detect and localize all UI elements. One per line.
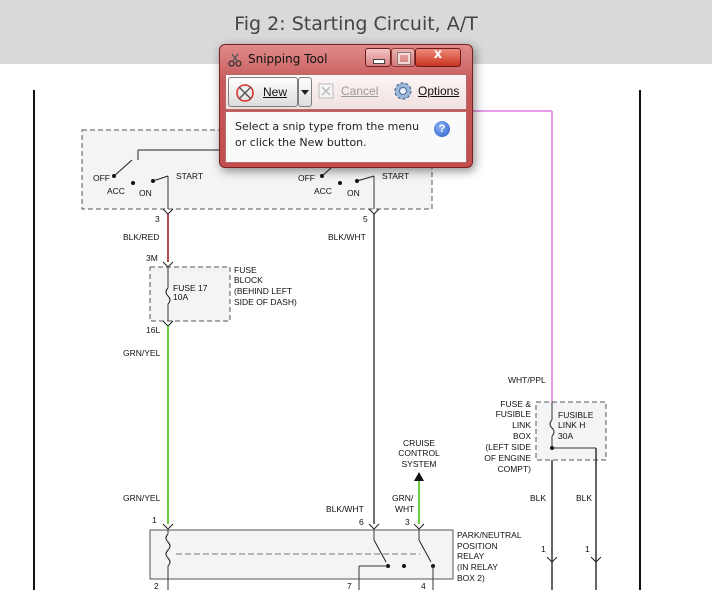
help-icon[interactable]: ? [434, 121, 450, 137]
relay-pin-3: 3 [405, 517, 410, 527]
fuse-block-box [149, 266, 231, 322]
relay-contact-b [418, 539, 432, 563]
figure-title: Fig 2: Starting Circuit, A/T [234, 13, 478, 35]
connector-arrow [162, 208, 174, 215]
relay-label-2: POSITION [457, 541, 498, 551]
switch-right-off: OFF [298, 173, 315, 183]
fuse-block-label-4: SIDE OF DASH) [234, 297, 297, 307]
switch-left-off: OFF [93, 173, 110, 183]
fuse-block-label-3: (BEHIND LEFT [234, 286, 292, 296]
cancel-button[interactable]: Cancel [341, 84, 379, 98]
switch-right-acc: ACC [314, 186, 332, 196]
window-title: Snipping Tool [248, 52, 328, 66]
new-snip-label: New [263, 85, 288, 99]
minimize-button[interactable] [365, 48, 391, 67]
new-snip-dropdown-button[interactable] [298, 77, 312, 107]
connector-right-pin-a: 1 [541, 544, 546, 554]
relay-label-1: PARK/NEUTRAL [457, 530, 522, 540]
ignition-switch-right: OFF ACC ON START [298, 159, 409, 209]
switch-left-acc: ACC [107, 186, 125, 196]
wire-label-wht-ppl: WHT/PPL [508, 375, 546, 385]
fusible-box-label-1: FUSE & [500, 399, 531, 409]
snip-message-panel: Select a snip type from the menu or clic… [225, 111, 467, 163]
relay-contact-dot [402, 564, 406, 568]
fuse-17-symbol [165, 287, 171, 305]
connector-arrow [368, 523, 380, 530]
cruise-label-1: CRUISE [403, 438, 435, 448]
relay-pin-2: 2 [154, 581, 159, 591]
close-button[interactable]: x [415, 47, 461, 67]
arrow-up-icon [414, 472, 424, 481]
fusible-box-label-5: (LEFT SIDE [485, 442, 531, 452]
wire-label-grn-2: WHT [395, 504, 414, 514]
fusible-link-label-1: FUSIBLE [558, 410, 594, 420]
wire-label-blk-left: BLK [530, 493, 546, 503]
ignition-switch-left: OFF ACC ON START [93, 159, 203, 209]
connector-arrow [368, 208, 380, 215]
connector-arrow [162, 320, 174, 327]
relay-pin-6: 6 [359, 517, 364, 527]
wire-label-grn-1: GRN/ [392, 493, 414, 503]
switch-left-pin: 3 [155, 214, 160, 224]
fusible-box-label-2: FUSIBLE [496, 409, 532, 419]
close-icon: x [433, 47, 443, 62]
connector-arrow [162, 523, 174, 530]
connector-arrow [413, 523, 425, 530]
connector-arrow [590, 556, 602, 563]
wire-label-blk-red: BLK/RED [123, 232, 159, 242]
snip-toolbar: New Cancel Options [225, 74, 467, 110]
fuse-block-pin-top: 3M [146, 253, 158, 263]
splice-dot [550, 446, 554, 450]
switch-left-on: ON [139, 188, 152, 198]
wire-label-grn-yel-upper: GRN/YEL [123, 348, 161, 358]
relay-label-3: RELAY [457, 551, 485, 561]
fuse-block-pin-bottom: 16L [146, 325, 160, 335]
gear-icon [394, 82, 412, 100]
fusible-box-label-6: OF ENGINE [484, 453, 531, 463]
fusible-box-label-4: BOX [513, 431, 531, 441]
cruise-label-3: SYSTEM [402, 459, 437, 469]
fusible-box-label-7: COMPT) [497, 464, 531, 474]
fuse-block-label-1: FUSE [234, 265, 257, 275]
connector-right-pin-b: 1 [585, 544, 590, 554]
fuse-17-label: FUSE 17 [173, 283, 208, 293]
cruise-label-2: CONTROL [398, 448, 440, 458]
relay-coil [165, 533, 171, 567]
maximize-button[interactable] [391, 48, 415, 67]
new-snip-icon [236, 84, 254, 102]
connector-arrow [546, 556, 558, 563]
scissors-icon [228, 53, 242, 67]
wire-label-grn-yel-lower: GRN/YEL [123, 493, 161, 503]
relay-pin-4: 4 [421, 581, 426, 591]
new-snip-button[interactable]: New [228, 77, 298, 107]
fusible-box-label-3: LINK [512, 420, 531, 430]
relay-label-5: BOX 2) [457, 573, 485, 583]
snipping-tool-window[interactable]: Snipping Tool x New Cancel Options Selec… [219, 44, 473, 168]
switch-left-start: START [176, 171, 203, 181]
fuse-17-rating: 10A [173, 292, 188, 302]
relay-pin-1: 1 [152, 515, 157, 525]
relay-contact-a [373, 539, 387, 563]
connector-arrow [162, 261, 174, 268]
switch-right-start: START [382, 171, 409, 181]
fusible-link-label-3: 30A [558, 431, 573, 441]
cancel-icon [318, 83, 334, 99]
fusible-link-label-2: LINK H [558, 420, 585, 430]
options-button[interactable]: Options [418, 84, 460, 98]
wire-label-blk-wht-bottom: BLK/WHT [326, 504, 364, 514]
snip-instructions: Select a snip type from the menu or clic… [235, 120, 420, 149]
relay-label-4: (IN RELAY [457, 562, 498, 572]
fuse-block-label-2: BLOCK [234, 275, 263, 285]
relay-pin-7: 7 [347, 581, 352, 591]
wire-label-blk-right: BLK [576, 493, 592, 503]
wire-label-blk-wht-top: BLK/WHT [328, 232, 366, 242]
fusible-link-symbol [549, 419, 555, 437]
switch-right-pin: 5 [363, 214, 368, 224]
switch-right-on: ON [347, 188, 360, 198]
fusible-link-box [535, 401, 607, 461]
